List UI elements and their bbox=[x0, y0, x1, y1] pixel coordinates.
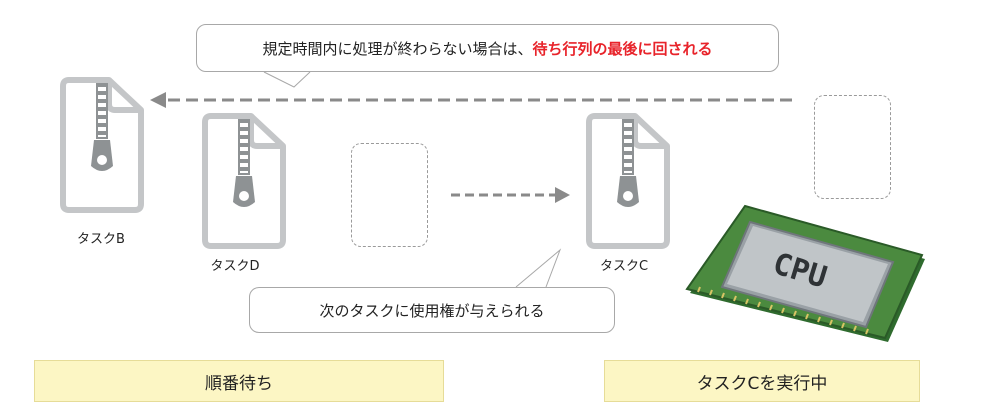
task-b-file-icon bbox=[63, 80, 141, 210]
requeue-arrow bbox=[150, 92, 792, 108]
callout-requeue-tail bbox=[264, 72, 310, 87]
running-box: タスクCを実行中 bbox=[604, 360, 920, 402]
task-c-file-icon bbox=[589, 116, 667, 246]
task-d-file-icon bbox=[205, 116, 283, 246]
cpu-chip-icon: CPU bbox=[687, 206, 925, 342]
task-b-label: タスクB bbox=[66, 228, 136, 247]
running-box-label: タスクCを実行中 bbox=[697, 369, 828, 394]
waiting-box: 順番待ち bbox=[34, 360, 444, 402]
waiting-box-label: 順番待ち bbox=[205, 369, 273, 394]
task-d-label: タスクD bbox=[200, 255, 270, 274]
task-c-label: タスクC bbox=[589, 255, 659, 274]
dispatch-arrow bbox=[451, 187, 570, 203]
